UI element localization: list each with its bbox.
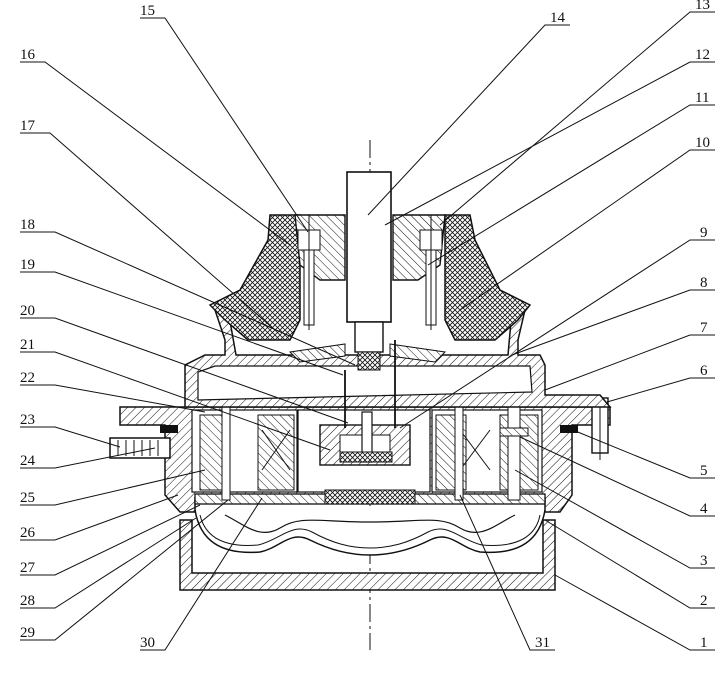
label-4: 4 (700, 501, 708, 517)
label-2: 2 (700, 593, 708, 609)
label-6: 6 (700, 363, 708, 379)
label-21: 21 (20, 337, 35, 353)
label-19: 19 (20, 257, 35, 273)
label-18: 18 (20, 217, 35, 233)
label-3: 3 (700, 553, 708, 569)
label-25: 25 (20, 490, 35, 506)
label-14: 14 (550, 10, 566, 26)
label-15: 15 (140, 3, 155, 19)
central-stud (347, 172, 391, 322)
label-17: 17 (20, 118, 36, 134)
label-31: 31 (535, 635, 550, 651)
label-27: 27 (20, 560, 36, 576)
label-30: 30 (140, 635, 155, 651)
label-5: 5 (700, 463, 708, 479)
label-22: 22 (20, 370, 35, 386)
label-10: 10 (695, 135, 710, 151)
label-16: 16 (20, 47, 36, 63)
label-1: 1 (700, 635, 708, 651)
label-11: 11 (695, 90, 709, 106)
label-12: 12 (695, 47, 710, 63)
label-23: 23 (20, 412, 35, 428)
label-20: 20 (20, 303, 35, 319)
label-29: 29 (20, 625, 35, 641)
labels-left: 15 16 17 18 19 20 21 22 23 24 25 26 27 2… (20, 3, 155, 651)
label-7: 7 (700, 320, 708, 336)
label-28: 28 (20, 593, 35, 609)
label-13: 13 (695, 0, 710, 13)
label-26: 26 (20, 525, 36, 541)
label-9: 9 (700, 225, 708, 241)
label-8: 8 (700, 275, 708, 291)
label-24: 24 (20, 453, 36, 469)
